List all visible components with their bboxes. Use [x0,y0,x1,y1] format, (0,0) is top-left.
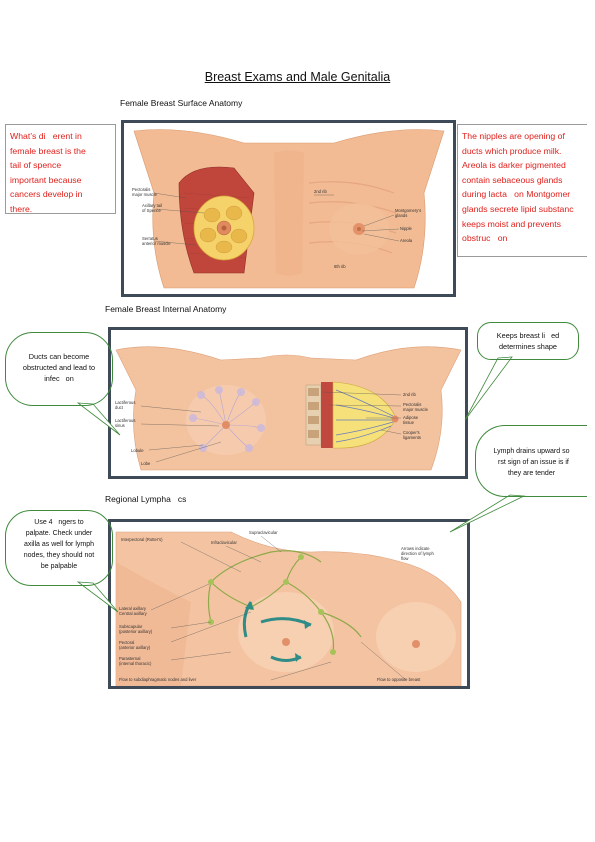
label-pectoralis-2: major muscle [403,407,429,412]
callout-line: nodes, they should not [23,552,95,559]
label-montgomery: Montgomery's [395,208,421,213]
label-infraclavicular: Infraclavicular [211,540,237,545]
label-axillary-2: of Spence [142,208,162,213]
callout-line: be palpable [40,563,78,570]
label-arrows: Arrows indicate [401,546,430,551]
tail-palpate [76,581,119,613]
note-line: during lacta on Montgomer [462,189,571,200]
note-line: contain sebaceous glands [462,174,563,185]
note-line: obstruc on [462,233,508,244]
label-cooper: Cooper's [403,430,420,435]
label-pectoralis: Pectoralis [403,402,421,407]
document-title: Breast Exams and Male Genitalia [204,70,391,84]
label-supraclavicular: Supraclavicular [249,530,278,535]
callout-line: axilla as well for lymph [23,541,95,548]
lymphatics-figure: Supraclavicular Interpectoral (Rotter's)… [108,519,470,689]
label-flow-subdiaphragmatic: Flow to subdiaphragmatic nodes and liver [119,677,197,682]
note-line: keeps moist and prevents [462,218,561,229]
callout-palpate: Use 4 ngers to palpate. Check under axil… [5,510,113,586]
label-arrows-2: direction of lymph [401,551,434,556]
label-lactiferous-duct-2: duct [115,405,124,410]
section-title-internal: Female Breast Internal Anatomy [105,304,227,314]
callout-ducts: Ducts can become obstructed and lead to … [5,332,113,406]
note-line: glands secrete lipid substanc [462,203,574,214]
label-interpectoral: Interpectoral (Rotter's) [121,537,163,542]
callout-line: Use 4 ngers to [34,519,84,526]
callout-line: determines shape [498,342,557,351]
label-subscapular: Subscapular [119,624,143,629]
note-line: important because [10,174,82,185]
label-pectoral-2: (anterior axillary) [119,645,151,650]
label-adipose: Adipose [403,415,419,420]
label-montgomery-2: glands [395,213,407,218]
note-line: What’s di erent in [10,131,82,141]
label-lactiferous-sinus: Lactiferous [115,418,135,423]
callout-line: rst sign of an issue is if [494,459,569,466]
label-lobule: Lobule [131,448,144,453]
label-parasternal: Parasternal [119,656,140,661]
note-line: The nipples are opening of [462,131,565,141]
left-red-note: What’s di erent in female breast is the … [5,124,116,214]
label-lateral-axillary: Lateral axillary [119,606,147,611]
label-axillary: Axillary tail [142,203,162,208]
label-pectoralis: Pectoralis [132,187,150,192]
tail-ducts [76,402,121,436]
label-pectoralis-2: major muscle [132,192,158,197]
label-lobe: Lobe [141,461,151,466]
label-6th-rib: 6th rib [334,264,346,269]
surface-anatomy-figure: Pectoralis major muscle Axillary tail of… [121,120,456,297]
label-flow-opposite: Flow to opposite breast [377,677,421,682]
callout-shape: Keeps breast li ed determines shape [477,322,579,360]
callout-line: Lymph drains upward so [493,448,570,455]
label-nipple: Nipple [400,226,413,231]
note-line: there. [10,203,33,214]
internal-anatomy-illustration: Lactiferous duct Lactiferous sinus Lobul… [115,346,462,471]
note-line: female breast is the [10,145,86,156]
tail-lymph-drain [449,494,526,533]
label-2nd-rib: 2nd rib [403,392,416,397]
label-2nd-rib: 2nd rib [314,189,327,194]
tail-shape [464,356,513,421]
callout-line: Ducts can become [28,352,90,361]
label-adipose-2: tissue [403,420,415,425]
callout-line: infec on [44,374,74,383]
callout-lymph-drain: Lymph drains upward so rst sign of an is… [475,425,587,497]
label-serratus: Serratus [142,236,158,241]
label-parasternal-2: (internal thoracic) [119,661,152,666]
label-arrows-3: flow [401,556,409,561]
right-red-note: The nipples are opening of ducts which p… [457,124,587,257]
note-line: Areola is darker pigmented [462,160,566,171]
section-title-surface: Female Breast Surface Anatomy [120,98,243,108]
label-central-axillary: Central axillary [119,611,148,616]
callout-line: obstructed and lead to [22,363,96,372]
lymphatics-illustration: Supraclavicular Interpectoral (Rotter's)… [115,530,462,686]
callout-line: Keeps breast li ed [496,331,560,340]
svg-text:Pectoralis: Pectoralis [132,187,150,192]
label-lactiferous-sinus-2: sinus [115,423,125,428]
label-subscapular-2: (posterior axillary) [119,629,153,634]
internal-anatomy-figure: Lactiferous duct Lactiferous sinus Lobul… [108,327,468,479]
note-line: ducts which produce milk. [462,145,562,156]
note-line: tail of spence [10,160,62,171]
section-title-lymphatics: Regional Lympha cs [105,494,187,504]
label-lactiferous-duct: Lactiferous [115,400,135,405]
note-line: cancers develop in [10,189,83,200]
callout-line: they are tender [507,470,556,477]
label-pectoral: Pectoral [119,640,134,645]
callout-line: palpate. Check under [25,530,93,537]
surface-anatomy-illustration: Pectoralis major muscle Axillary tail of… [132,129,445,289]
label-areola: Areola [400,238,413,243]
label-serratus-2: anterior muscle [142,241,171,246]
label-cooper-2: ligaments [403,435,421,440]
